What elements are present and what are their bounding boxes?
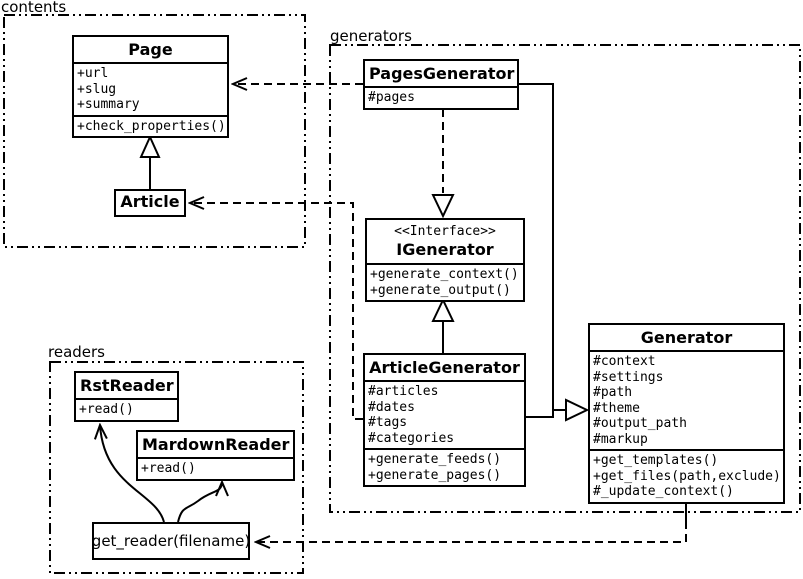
package-label-contents: contents [1, 0, 67, 16]
member-line: #articles [368, 384, 439, 399]
member-line: #output_path [593, 416, 687, 431]
member-line: +generate_pages() [368, 467, 502, 483]
member-line: +read() [79, 402, 134, 417]
igenerator-stereotype: <<Interface>> [394, 224, 496, 239]
page-attributes-section: +url+slug+summary [74, 62, 227, 115]
class-box-article-generator: ArticleGenerator #articles#dates#tags#ca… [363, 353, 526, 487]
edge-articlegenerator-implements-igenerator [431, 297, 455, 353]
edge-getreader-creates-rstreader [100, 425, 165, 523]
member-line: +get_files(path,exclude) [593, 468, 781, 484]
get-reader-label: get_reader(filename) [91, 532, 251, 550]
member-line: #tags [368, 415, 408, 430]
edge-articlegenerator-uses-article [190, 203, 363, 420]
class-title-mardown-reader: MardownReader [142, 435, 290, 454]
generator-attributes-section: #context#settings#path#theme#output_path… [590, 350, 783, 449]
class-title-rst-reader: RstReader [80, 376, 174, 395]
class-box-pages-generator: PagesGenerator #pages [363, 59, 519, 110]
class-box-article: Article [114, 189, 186, 217]
member-line: #markup [593, 431, 648, 447]
edge-article-extends-page [139, 134, 161, 189]
package-label-readers: readers [48, 343, 105, 361]
member-line: #theme [593, 400, 640, 416]
mardown-reader-methods-section: +read() [138, 457, 293, 479]
class-title-igenerator: IGenerator [396, 240, 494, 259]
package-label-generators: generators [330, 27, 412, 45]
member-line: +slug [77, 81, 117, 97]
package-border-generators [329, 44, 801, 513]
class-title-generator: Generator [640, 328, 733, 347]
article-generator-attributes-section: #articles#dates#tags#categories [365, 380, 524, 448]
member-line: #pages [368, 90, 415, 105]
member-line: #path [593, 385, 633, 400]
class-title-pages-generator: PagesGenerator [369, 64, 515, 83]
article-generator-methods-section: +generate_feeds()+generate_pages() [365, 448, 524, 485]
edge-pagesgenerator-implements-igenerator [431, 109, 455, 219]
member-line: +generate_feeds() [368, 452, 502, 467]
member-line: #dates [368, 399, 415, 415]
member-line: +generate_output() [370, 282, 511, 298]
member-line: +summary [77, 97, 140, 112]
class-box-generator: Generator #context#settings#path#theme#o… [588, 323, 785, 504]
generator-methods-section: +get_templates()+get_files(path,exclude)… [590, 449, 783, 502]
package-border-contents [3, 14, 306, 248]
class-title-page: Page [128, 40, 173, 59]
function-box-get-reader: get_reader(filename) [92, 522, 250, 560]
rst-reader-methods-section: +read() [76, 398, 177, 420]
igenerator-methods-section: +generate_context()+generate_output() [367, 263, 523, 300]
member-line: +url [77, 66, 109, 81]
class-title-article-generator: ArticleGenerator [369, 358, 520, 377]
class-box-rst-reader: RstReader +read() [74, 371, 179, 422]
member-line: +read() [141, 461, 196, 476]
member-line: +get_templates() [593, 453, 719, 468]
class-box-mardown-reader: MardownReader +read() [136, 430, 295, 481]
page-methods-section: +check_properties() [74, 114, 227, 137]
class-box-page: Page +url+slug+summary +check_properties… [72, 35, 229, 138]
edge-getreader-creates-mardownreader [177, 482, 222, 523]
class-title-article: Article [120, 192, 180, 211]
member-line: #categories [368, 430, 455, 446]
member-line: +generate_context() [370, 267, 519, 282]
member-line: #_update_context() [593, 484, 734, 499]
edge-generators-extend-generator [518, 83, 590, 422]
class-box-igenerator: <<Interface>> IGenerator +generate_conte… [365, 218, 525, 302]
member-line: #context [593, 354, 656, 369]
edge-generator-uses-getreader [256, 503, 687, 542]
pages-generator-attributes-section: #pages [365, 86, 517, 108]
member-line: #settings [593, 369, 664, 385]
package-border-readers [49, 361, 304, 574]
member-line: +check_properties() [77, 118, 226, 134]
